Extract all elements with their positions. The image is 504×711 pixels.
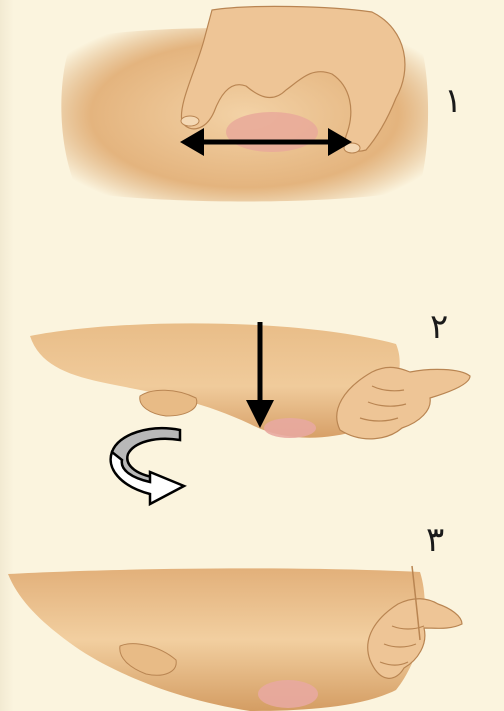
step-3-number: ٣ <box>426 523 444 557</box>
step-1-illustration <box>61 6 428 201</box>
step-1-thumb-nail <box>181 116 199 126</box>
step-1-areola <box>226 112 318 152</box>
step-2-rotate-arrow-icon <box>111 428 184 504</box>
step-2-nipple <box>264 418 316 438</box>
step-2-illustration <box>30 322 470 504</box>
step-1-number: ١ <box>444 84 462 118</box>
step-2-number: ٢ <box>430 310 448 344</box>
step-3-breast-shape <box>8 568 425 711</box>
step-3-illustration <box>8 566 462 711</box>
step-3-nipple <box>258 680 318 708</box>
